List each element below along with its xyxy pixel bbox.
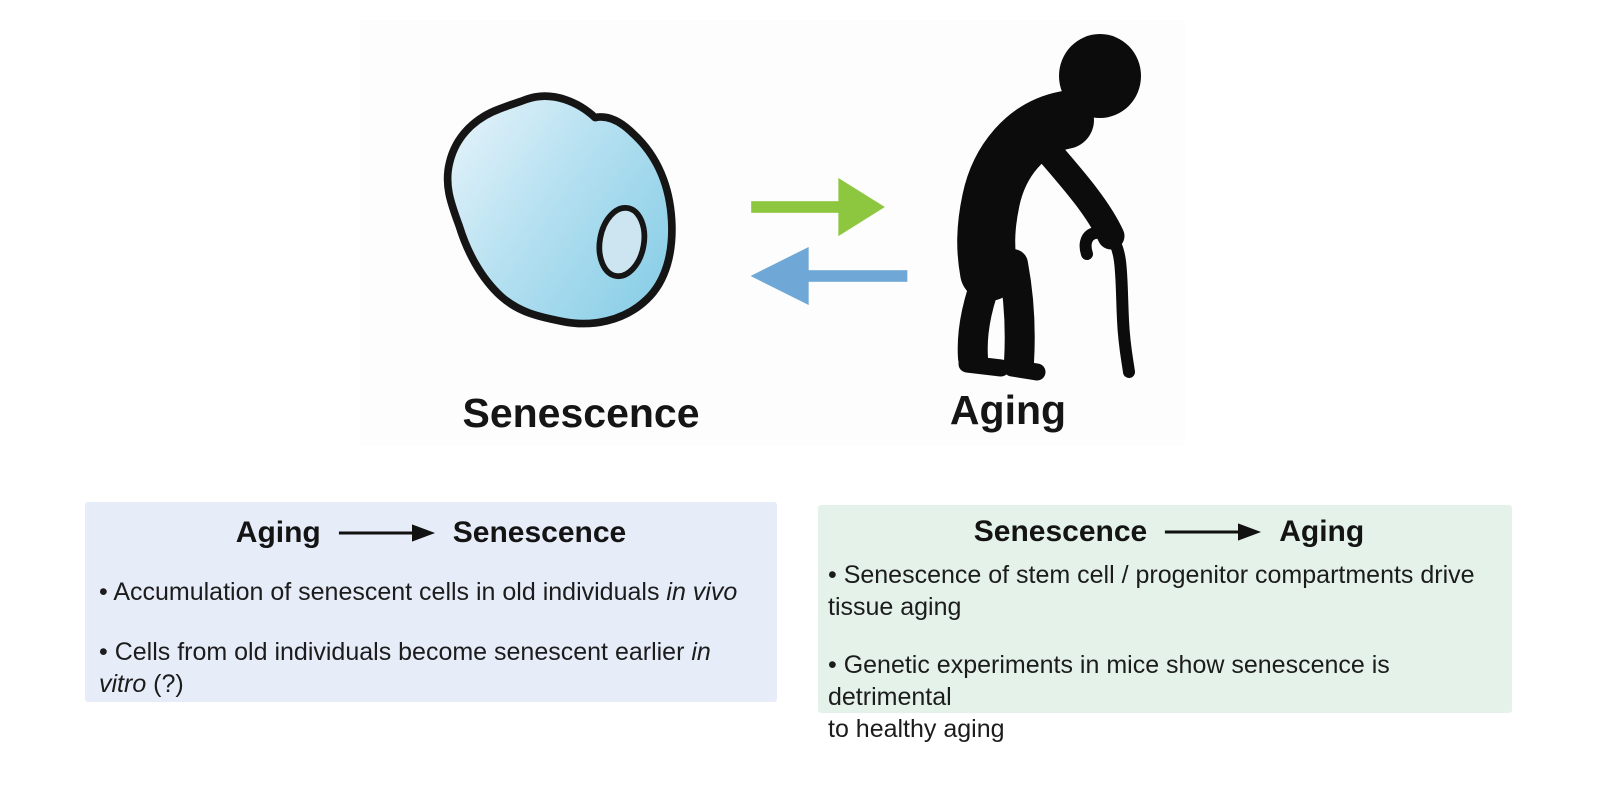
bullet-text: • Genetic experiments in mice show senes… [828,651,1390,743]
bullet-item: • Genetic experiments in mice show senes… [828,649,1510,745]
cell-body [443,92,676,328]
panel-title: Aging Senescence [99,516,763,550]
panel-title-from: Aging [235,516,321,549]
bullet-suffix: (?) [146,670,184,698]
cell-nucleus [596,204,648,280]
panel-title: Senescence Aging [828,515,1510,549]
bullet-italic-text: in vitro [99,638,711,698]
person-label: Aging [949,387,1067,433]
right-arrow-icon [338,524,435,542]
panel-senescence-to-aging: Senescence Aging • Senescence of stem ce… [818,505,1512,743]
reverse-arrow-icon [750,246,908,306]
right-arrow-icon [1165,523,1262,541]
panel-aging-to-senescence: Aging Senescence • Accumulation of senes… [85,502,777,702]
bullet-text: • Senescence of stem cell / progenitor c… [828,561,1475,621]
bullet-item: • Cells from old individuals become sene… [99,636,763,700]
panel-title-to: Senescence [452,516,627,549]
cell-label: Senescence [462,390,700,436]
panel-title-to: Aging [1279,515,1365,548]
senescent-cell-icon [443,92,676,328]
bullet-item: • Senescence of stem cell / progenitor c… [828,559,1510,623]
forward-arrow-icon [751,177,885,237]
bullet-item: • Accumulation of senescent cells in old… [99,576,763,608]
panel-title-from: Senescence [973,515,1148,548]
bullet-text: • Cells from old individuals become sene… [99,638,692,666]
bullet-italic-text: in vivo [666,578,738,606]
bullet-text: • Accumulation of senescent cells in old… [99,578,667,606]
elderly-person-icon [957,34,1141,381]
